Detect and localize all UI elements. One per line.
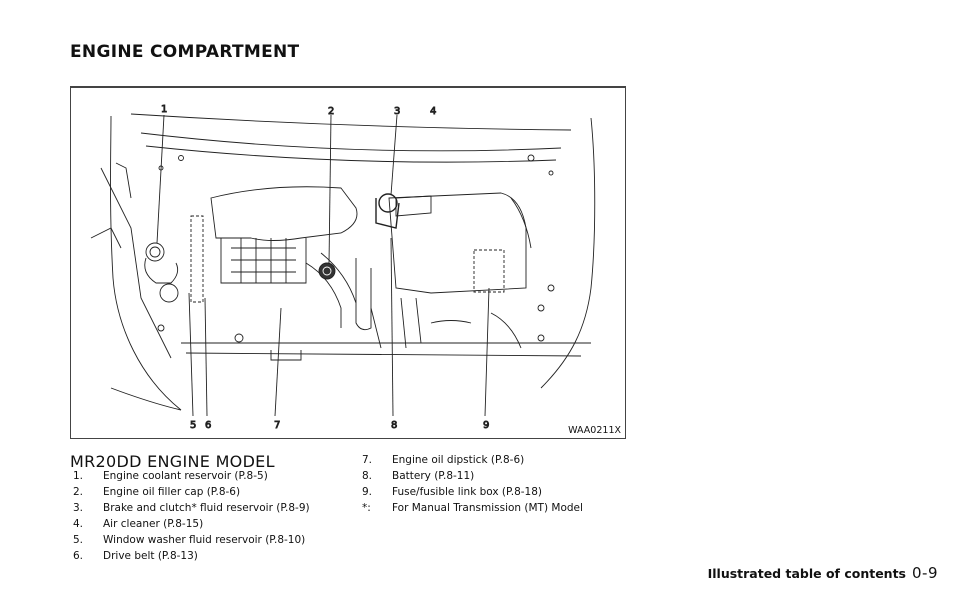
leader-line-9 [484, 287, 490, 417]
item-number: 9. [362, 486, 373, 498]
leader-line-1 [156, 114, 165, 244]
legend-list-right: 7. Engine oil dipstick (P.8-6) 8. Battery … [362, 452, 583, 516]
callout-5: 5 [190, 420, 196, 431]
brake-fluid-reservoir [378, 193, 398, 213]
list-item: 6. Drive belt (P.8-13) [73, 548, 310, 564]
body-outline-right [540, 117, 596, 389]
callout-9: 9 [483, 420, 489, 431]
callout-8: 8 [391, 420, 397, 431]
callout-6: 6 [205, 420, 211, 431]
callout-4: 4 [430, 106, 436, 117]
section-title: ENGINE COMPARTMENT [70, 42, 300, 62]
item-number: 3. [73, 502, 84, 514]
figure-code: WAA0211X [568, 425, 621, 436]
item-text: Engine oil dipstick (P.8-6) [392, 454, 525, 466]
item-number: *: [362, 502, 371, 514]
list-item: 4. Air cleaner (P.8-15) [73, 516, 310, 532]
item-number: 7. [362, 454, 373, 466]
oil-filler-cap [318, 262, 336, 280]
page-footer: Illustrated table of contents 0-9 [708, 564, 938, 582]
callout-7: 7 [274, 420, 280, 431]
list-item: 2. Engine oil filler cap (P.8-6) [73, 484, 310, 500]
leader-line-7 [274, 307, 282, 417]
list-item: 8. Battery (P.8-11) [362, 468, 583, 484]
item-text: Engine oil filler cap (P.8-6) [103, 486, 241, 498]
coolant-reservoir-cap [145, 242, 165, 262]
model-title: MR20DD ENGINE MODEL [70, 452, 275, 471]
engine-illustration: 1 2 3 4 5 6 7 8 9 [90, 104, 596, 431]
item-text: Window washer fluid reservoir (P.8-10) [103, 534, 306, 546]
list-item: 1. Engine coolant reservoir (P.8-5) [73, 468, 310, 484]
leader-line-6 [204, 297, 208, 417]
list-item: *: For Manual Transmission (MT) Model [362, 500, 583, 516]
callout-2: 2 [328, 106, 334, 117]
item-text: Engine coolant reservoir (P.8-5) [103, 470, 268, 482]
item-number: 5. [73, 534, 84, 546]
body-outline-left [110, 115, 182, 411]
item-text: Drive belt (P.8-13) [103, 550, 198, 562]
item-number: 6. [73, 550, 84, 562]
air-cleaner-box [388, 192, 527, 294]
footer-section-title: Illustrated table of contents [707, 566, 906, 581]
item-number: 4. [73, 518, 84, 530]
engine-cover [210, 186, 358, 241]
item-text: Air cleaner (P.8-15) [103, 518, 204, 530]
leader-line-3 [390, 114, 398, 196]
callout-1: 1 [161, 104, 167, 115]
legend-list-left: 1. Engine coolant reservoir (P.8-5) 2. Eng… [73, 468, 310, 564]
item-text: Fuse/fusible link box (P.8-18) [392, 486, 542, 498]
leader-line-8 [390, 237, 394, 417]
page-number: 0-9 [912, 564, 938, 582]
list-item: 9. Fuse/fusible link box (P.8-18) [362, 484, 583, 500]
list-item: 5. Window washer fluid reservoir (P.8-10) [73, 532, 310, 548]
fuse-box-outline [473, 249, 505, 293]
list-item: 3. Brake and clutch* fluid reservoir (P.8… [73, 500, 310, 516]
leader-line-5 [188, 292, 194, 417]
list-item: 7. Engine oil dipstick (P.8-6) [362, 452, 583, 468]
cowl-line [130, 113, 572, 131]
leader-line-2 [328, 114, 332, 265]
item-number: 2. [73, 486, 84, 498]
drive-belt-outline [190, 215, 204, 303]
item-text: Battery (P.8-11) [392, 470, 475, 482]
washer-reservoir-cap [159, 283, 179, 303]
engine-compartment-figure: 1 2 3 4 5 6 7 8 9 WAA0211X [70, 86, 626, 439]
item-number: 8. [362, 470, 373, 482]
callout-3: 3 [394, 106, 400, 117]
item-text: For Manual Transmission (MT) Model [392, 502, 583, 514]
item-number: 1. [73, 470, 84, 482]
item-text: Brake and clutch* fluid reservoir (P.8-9… [103, 502, 310, 514]
